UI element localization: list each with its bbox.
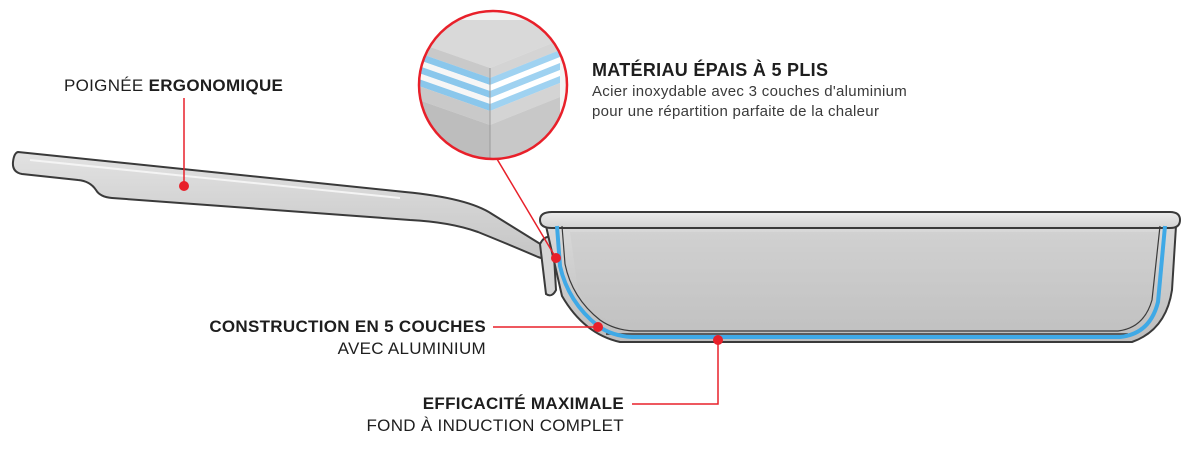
- aluminium-layer: [555, 225, 1167, 339]
- callout-efficiency: EFFICACITÉ MAXIMALE FOND À INDUCTION COM…: [367, 393, 625, 437]
- leader-construction: [493, 322, 603, 332]
- leader-handle: [179, 98, 189, 191]
- leader-material: [496, 158, 561, 263]
- leader-efficiency: [632, 335, 723, 405]
- callout-material-line2: pour une répartition parfaite de la chal…: [592, 103, 880, 120]
- callout-construction: CONSTRUCTION EN 5 COUCHES AVEC ALUMINIUM: [209, 316, 486, 360]
- callout-material-line1: Acier inoxydable avec 3 couches d'alumin…: [592, 83, 908, 100]
- callout-efficiency-title: EFFICACITÉ MAXIMALE: [422, 394, 624, 413]
- callout-construction-subtitle: AVEC ALUMINIUM: [337, 339, 486, 358]
- pan-handle: [11, 151, 554, 263]
- pan-body: [538, 211, 1182, 343]
- callout-construction-title: CONSTRUCTION EN 5 COUCHES: [209, 317, 486, 336]
- callout-efficiency-subtitle: FOND À INDUCTION COMPLET: [366, 416, 624, 435]
- callout-handle-bold: ERGONOMIQUE: [148, 76, 284, 95]
- callout-handle: POIGNÉE ERGONOMIQUE: [64, 75, 283, 97]
- callout-material: MATÉRIAU ÉPAIS À 5 PLIS Acier inoxydable…: [592, 58, 907, 122]
- callout-material-title: MATÉRIAU ÉPAIS À 5 PLIS: [592, 60, 829, 80]
- material-zoom-circle: [417, 9, 569, 161]
- layer-stack-right: [490, 40, 560, 159]
- layer-stack-left: [419, 40, 490, 159]
- callout-handle-light: POIGNÉE: [64, 76, 149, 95]
